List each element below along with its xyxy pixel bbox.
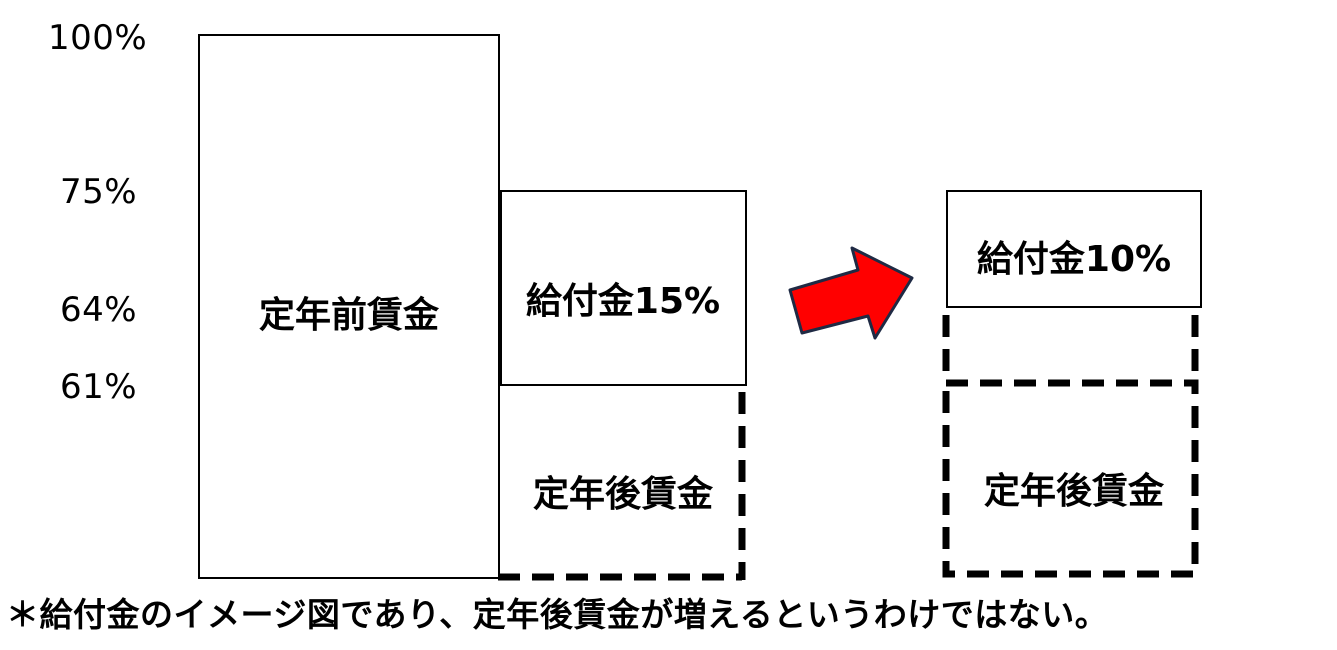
footnote: ＊給付金のイメージ図であり、定年後賃金が増えるというわけではない。 (6, 595, 1109, 634)
benefit-15-box (500, 190, 747, 386)
post-retirement-wage-label-right: 定年後賃金 (983, 471, 1165, 512)
benefit-10-label: 給付金10% (976, 239, 1172, 280)
post-retirement-wage-label-left: 定年後賃金 (532, 474, 714, 515)
label-61-percent: 61% (60, 367, 138, 407)
right-dashed-post-retirement-box (942, 379, 1199, 578)
benefit-15-label: 給付金15% (525, 281, 721, 322)
red-arrow-icon (788, 246, 914, 340)
benefit-10-box (946, 190, 1202, 308)
label-100-percent: 100% (48, 18, 148, 58)
label-64-percent: 64% (60, 290, 138, 330)
label-75-percent: 75% (60, 172, 138, 212)
pre-retirement-wage-label: 定年前賃金 (258, 295, 440, 336)
pre-retirement-wage-box (198, 34, 500, 579)
